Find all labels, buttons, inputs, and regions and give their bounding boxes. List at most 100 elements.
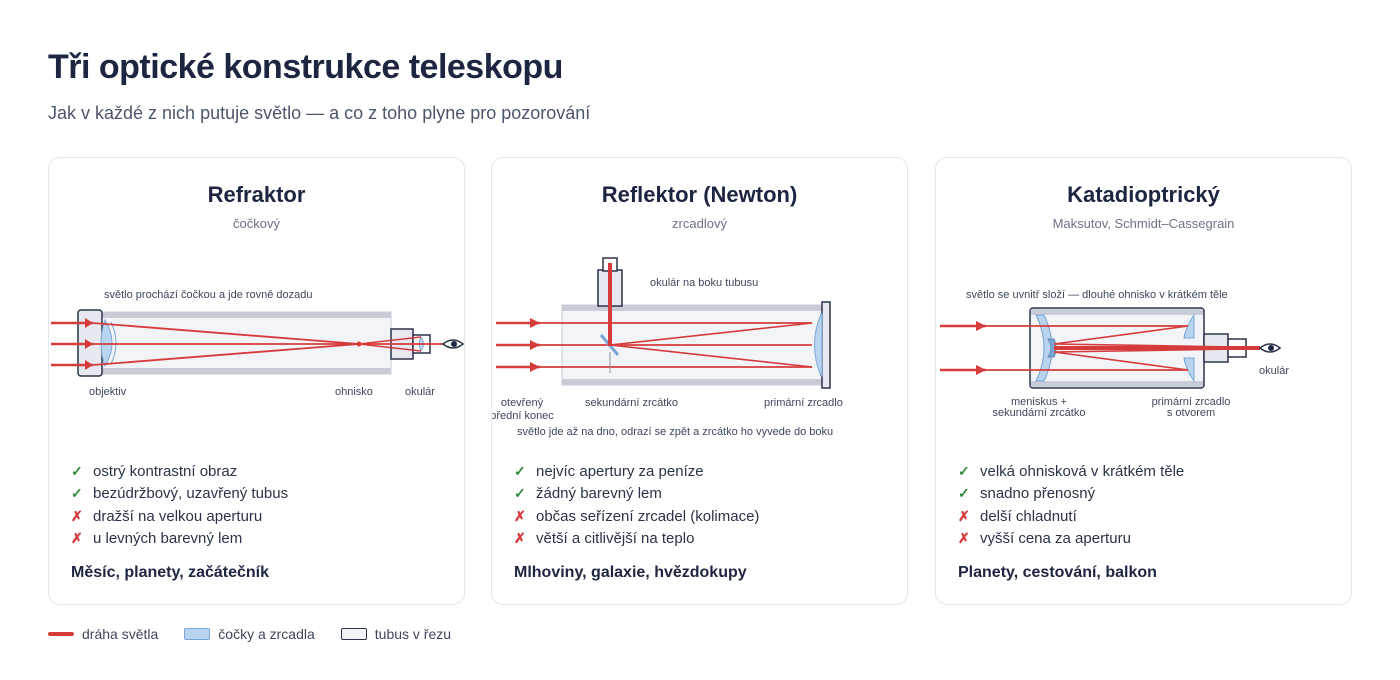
feature-text: snadno přenosný [980, 485, 1096, 503]
cross-icon: ✗ [71, 507, 83, 524]
feature-text: velká ohnisková v krátkém těle [980, 462, 1185, 480]
refractor-arrow-bottom [85, 360, 93, 370]
cross-icon: ✗ [514, 530, 526, 547]
best-for: Mlhoviny, galaxie, hvězdokupy [514, 564, 747, 581]
refractor-ray-converge-bottom [92, 343, 360, 366]
legend-label: čočky a zrcadla [218, 626, 315, 642]
refractor-ray-diverge-top [358, 336, 422, 345]
feature-item: ✗občas seřízení zrcadel (kolimace) [514, 505, 759, 528]
legend-item-tube: tubus v řezu [340, 626, 452, 642]
card-title: Katadioptrický [1067, 182, 1220, 207]
reflector-ray-to-eyepiece [608, 263, 612, 346]
feature-item: ✗ dražší na velkou aperturu [71, 505, 288, 528]
refractor-focus-point [356, 341, 362, 347]
label-primary-2: s otvorem [1167, 407, 1215, 419]
label-open-end-1: otevřený [501, 397, 544, 409]
label-meniscus-1: meniskus + [1011, 396, 1067, 408]
feature-item: ✓bezúdržbový, uzavřený tubus [71, 483, 288, 506]
refractor-arrow-mid [85, 339, 93, 349]
cross-icon: ✗ [958, 530, 970, 547]
catadioptric-tube-bottom-wall [1031, 381, 1203, 387]
label-meniscus-2: sekundární zrcátko [993, 407, 1086, 419]
refractor-ray-converge-top [92, 322, 360, 345]
catadioptric-ray-fold-bottom [1053, 351, 1189, 371]
catadioptric-svg: světlo se uvnitř složí — dlouhé ohnisko … [940, 289, 1289, 419]
eye-pupil [451, 341, 457, 347]
feature-item: ✓ velká ohnisková v krátkém těle [958, 460, 1184, 483]
feature-item: ✗ u levných barevný lem [71, 528, 288, 551]
reflector-ray-back-bottom [609, 344, 813, 368]
refractor-tube-top-wall [101, 312, 391, 318]
check-icon: ✓ [958, 462, 970, 479]
legend-label: tubus v řezu [374, 626, 452, 642]
label-primary-1: primární zrcadlo [1152, 396, 1231, 408]
feature-item: ✓ ostrý kontrastní obraz [71, 460, 288, 483]
card-refractor: Refraktor čočkový světlo prochází čočkou… [48, 157, 465, 605]
cross-icon: ✗ [71, 530, 83, 547]
page-title: Tři optické konstrukce teleskopu [48, 48, 563, 86]
catadioptric-diagram: světlo se uvnitř složí — dlouhé ohnisko … [936, 248, 1351, 448]
reflector-bottom-note: světlo jde až na dno, odrazí se zpět a z… [517, 426, 833, 438]
catadioptric-top-note: světlo se uvnitř složí — dlouhé ohnisko … [966, 289, 1228, 301]
reflector-arrow-mid [530, 340, 540, 350]
best-for: Planety, cestování, balkon [958, 564, 1157, 581]
legend-item-optics: čočky a zrcadla [184, 626, 315, 642]
refractor-objective-lens-2 [110, 321, 117, 365]
reflector-eyepiece-note: okulár na boku tubusu [650, 277, 758, 289]
check-icon: ✓ [514, 485, 526, 502]
card-reflector: Reflektor (Newton) zrcadlový okulár na b… [491, 157, 908, 605]
catadioptric-ray-to-eye [1054, 346, 1260, 350]
light-path-swatch [48, 632, 74, 636]
check-icon: ✓ [958, 485, 970, 502]
reflector-tube-bottom-wall [562, 379, 827, 385]
eye-pupil [1268, 345, 1274, 351]
feature-text: delší chladnutí [980, 507, 1077, 525]
feature-text: ostrý kontrastní obraz [93, 462, 238, 480]
catadioptric-arrow-top [976, 321, 986, 331]
reflector-back-cap [821, 301, 831, 389]
catadioptric-ray-fold-top [1053, 325, 1189, 345]
reflector-tube-top-wall [562, 305, 827, 311]
refractor-svg: světlo prochází čočkou a jde rovně dozad… [51, 289, 464, 398]
reflector-arrow-top [530, 318, 540, 328]
refractor-ray-diverge-bottom [358, 343, 422, 352]
card-catadioptric: Katadioptrický Maksutov, Schmidt–Cassegr… [935, 157, 1352, 605]
label-focus: ohnisko [335, 386, 373, 398]
refractor-top-note: světlo prochází čočkou a jde rovně dozad… [104, 289, 313, 301]
feature-text: u levných barevný lem [93, 530, 243, 548]
feature-text: bezúdržbový, uzavřený tubus [93, 485, 289, 503]
label-eyepiece: okulár [405, 386, 435, 398]
feature-text: občas seřízení zrcadel (kolimace) [536, 507, 760, 525]
legend-item-light: dráha světla [48, 626, 158, 642]
reflector-svg: okulár na boku tubusu [492, 257, 843, 438]
feature-text: větší a citlivější na teplo [536, 530, 695, 548]
check-icon: ✓ [71, 462, 83, 479]
feature-text: dražší na velkou aperturu [93, 507, 263, 525]
refractor-arrow-top [85, 318, 93, 328]
best-for: Měsíc, planety, začátečník [71, 564, 270, 581]
optics-swatch [184, 628, 211, 640]
catadioptric-primary-upper [1183, 313, 1195, 339]
refractor-diagram: světlo prochází čočkou a jde rovně dozad… [49, 248, 464, 448]
card-title: Refraktor [207, 182, 306, 207]
feature-list: ✓ ostrý kontrastní obraz ✓bezúdržbový, uz… [71, 460, 288, 550]
feature-text: žádný barevný lem [536, 485, 662, 503]
catadioptric-arrow-bottom [976, 365, 986, 375]
feature-item: ✗ delší chladnutí [958, 505, 1184, 528]
catadioptric-meniscus [1035, 314, 1053, 382]
feature-item: ✗ větší a citlivější na teplo [514, 528, 759, 551]
legend-label: dráha světla [82, 626, 159, 642]
label-secondary-mirror: sekundární zrcátko [585, 397, 678, 409]
catadioptric-tube-top-wall [1031, 309, 1203, 315]
feature-text: nejvíc apertury za peníze [536, 462, 704, 480]
label-primary-mirror: primární zrcadlo [764, 397, 843, 409]
legend: dráha světla čočky a zrcadla tubus v řez… [48, 626, 477, 642]
reflector-ray-back-top [609, 322, 813, 346]
feature-item: ✓ snadno přenosný [958, 483, 1184, 506]
reflector-arrow-bottom [530, 362, 540, 372]
feature-list: ✓ nejvíc apertury za peníze ✓ žádný barevn… [514, 460, 759, 550]
card-title: Reflektor (Newton) [601, 182, 798, 207]
feature-item: ✓ žádný barevný lem [514, 483, 759, 506]
feature-text: vyšší cena za aperturu [980, 530, 1131, 548]
cross-icon: ✗ [958, 507, 970, 524]
